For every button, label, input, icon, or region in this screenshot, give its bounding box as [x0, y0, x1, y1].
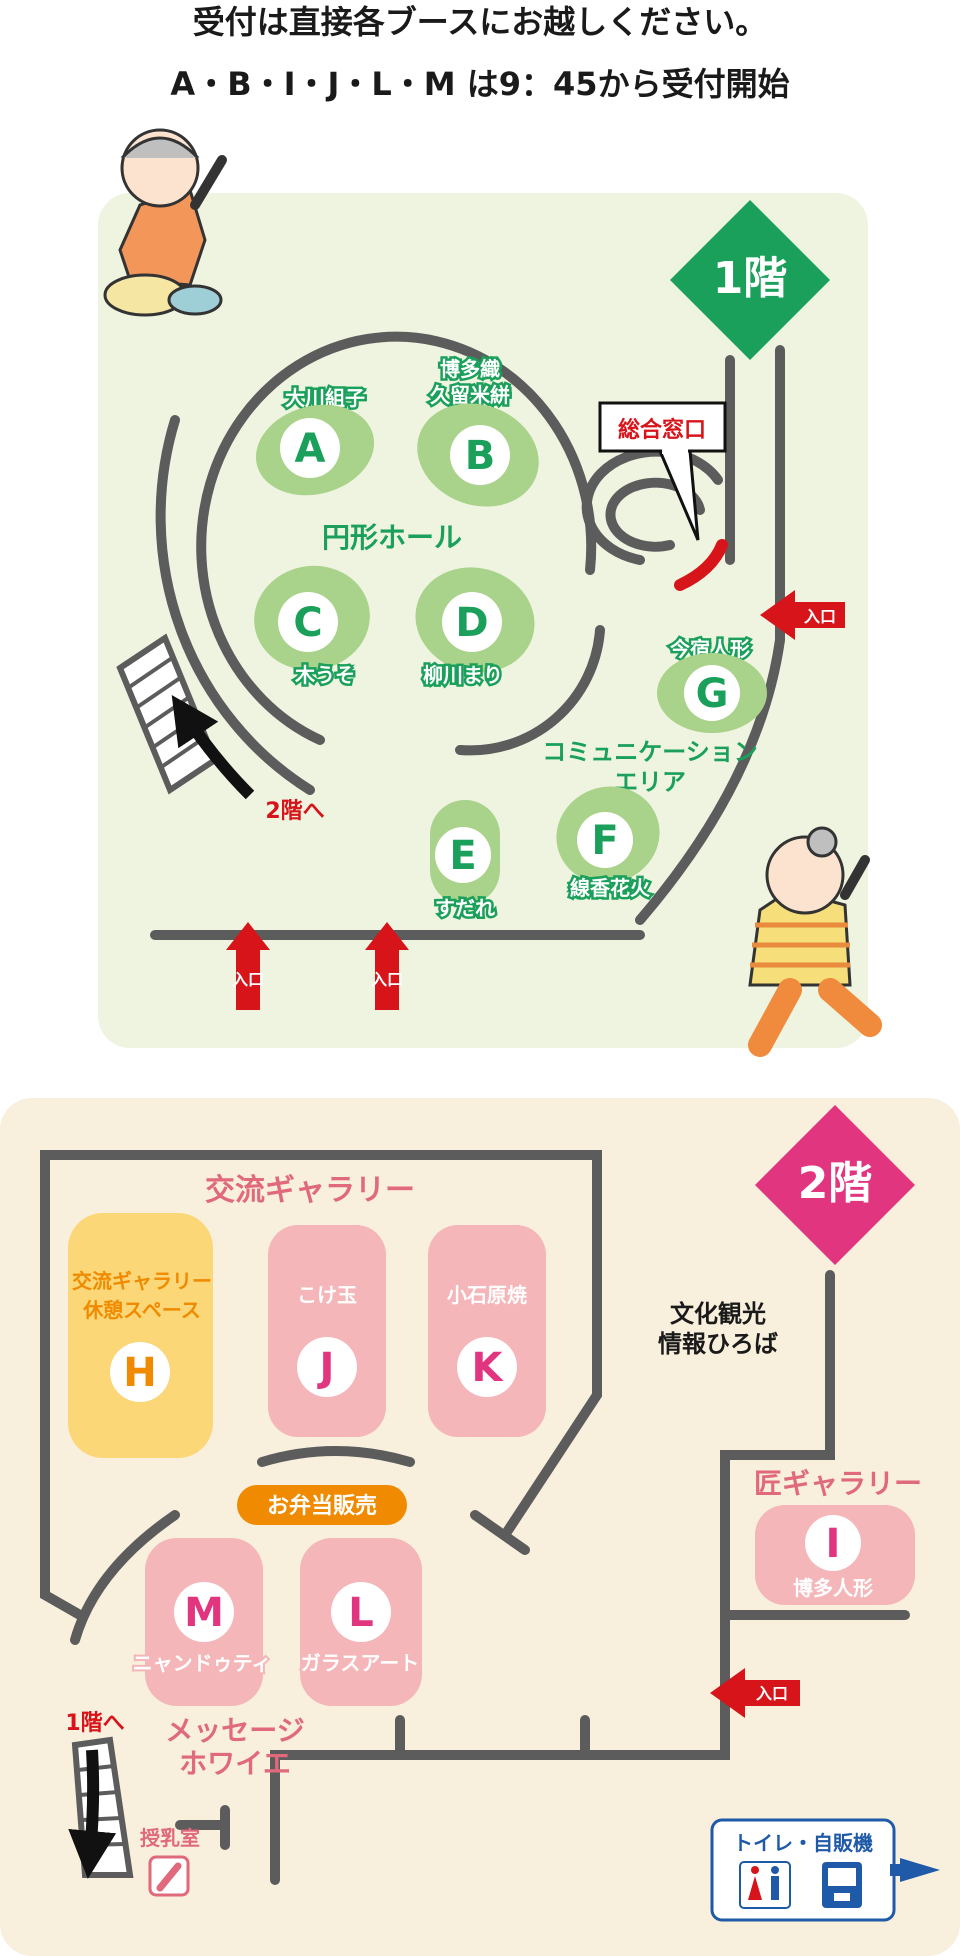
- bento-sales[interactable]: お弁当販売: [237, 1485, 407, 1525]
- vending-machine-icon: [822, 1862, 862, 1908]
- takumi-gallery-label: 匠ギャラリー: [754, 1467, 922, 1500]
- nursing-room[interactable]: 授乳室: [140, 1826, 200, 1897]
- reception-desk: [674, 539, 728, 591]
- booth-M-letter: M: [184, 1590, 224, 1636]
- info-plaza-label-1: 文化観光: [670, 1300, 766, 1328]
- booth-J-name: こけ玉: [297, 1283, 357, 1307]
- entrance-south-1-label: 入口: [232, 970, 264, 989]
- floor-1-badge: 1階: [670, 200, 830, 360]
- info-plaza-label-2: 情報ひろば: [658, 1330, 778, 1358]
- reception-callout[interactable]: 総合窓口: [598, 401, 728, 591]
- entrance-south-1[interactable]: 入口: [226, 922, 270, 1010]
- entrance-south-2-label: 入口: [371, 970, 403, 989]
- child-illustration-top-left: [103, 128, 227, 317]
- reception-label: 総合窓口: [618, 417, 706, 443]
- round-hall-label: 円形ホール: [322, 521, 462, 554]
- floor-2-walls: [40, 1150, 910, 1885]
- booth-C-name: 木うそ: [294, 663, 355, 687]
- stairs-to-2f-label[interactable]: 2階へ: [265, 799, 324, 824]
- booth-B-name-2: 久留米絣: [430, 383, 510, 407]
- rest-space-label-1: 交流ギャラリー: [72, 1269, 212, 1293]
- entrance-east[interactable]: 入口: [760, 590, 845, 640]
- exchange-gallery-label: 交流ギャラリー: [205, 1173, 415, 1208]
- message-foyer-label-1: メッセージ: [165, 1714, 304, 1747]
- stairs-down: 1階へ: [65, 1711, 134, 1879]
- booth-F-name: 線香花火: [570, 876, 651, 900]
- booth-B-letter: B: [465, 433, 496, 479]
- booth-M-name: ニャンドゥティ: [133, 1651, 272, 1675]
- booth-G[interactable]: 今宿人形 G: [657, 635, 767, 733]
- booth-J[interactable]: こけ玉 J: [268, 1225, 386, 1437]
- arrow-right-icon: [900, 1858, 940, 1882]
- booth-F[interactable]: F 線香花火: [543, 772, 674, 903]
- booth-C-letter: C: [293, 600, 322, 646]
- floor-2-map: 2階 1階へ 交流ギャラリー 文化観光 情報ひろば 匠ギャラリー: [0, 1098, 960, 1956]
- booth-F-letter: F: [591, 818, 618, 864]
- stairs-arrow-icon: [171, 695, 255, 800]
- booth-K-letter: K: [472, 1345, 505, 1391]
- booth-B-name-1: 博多織: [440, 357, 500, 381]
- message-foyer-label-2: ホワイエ: [179, 1747, 291, 1780]
- restroom-icon: [739, 1861, 791, 1909]
- booth-J-letter: J: [317, 1345, 335, 1391]
- entrance-east-label: 入口: [804, 607, 836, 626]
- booth-A[interactable]: 大川組子 A: [246, 384, 385, 508]
- booth-L-name: ガラスアート: [301, 1651, 419, 1675]
- booth-D-letter: D: [455, 600, 488, 646]
- rest-space-label-2: 休憩スペース: [82, 1298, 201, 1322]
- booth-I-letter: I: [826, 1521, 841, 1567]
- header-line-2: A・B・I・J・L・M は9：45から受付開始: [170, 65, 789, 103]
- baby-bottle-icon: [156, 1862, 182, 1892]
- booth-K[interactable]: 小石原焼 K: [428, 1225, 546, 1437]
- booth-C[interactable]: C 木うそ: [246, 557, 378, 690]
- header-line-1: 受付は直接各ブースにお越しください。: [193, 3, 767, 41]
- booth-E-letter: E: [449, 833, 476, 879]
- stairs-up: 2階へ: [116, 633, 325, 824]
- booth-L[interactable]: L ガラスアート: [299, 1538, 422, 1706]
- nursing-room-label: 授乳室: [140, 1826, 200, 1850]
- bento-label: お弁当販売: [267, 1493, 377, 1519]
- entrance-2f[interactable]: 入口: [710, 1668, 800, 1718]
- child-illustration-bottom-right: [748, 826, 882, 1057]
- floor-1-label: 1階: [713, 253, 788, 304]
- booth-I[interactable]: I 博多人形: [755, 1505, 915, 1605]
- booth-E[interactable]: E すだれ: [430, 800, 500, 923]
- booth-L-letter: L: [348, 1590, 374, 1636]
- booth-E-name: すだれ: [435, 896, 495, 920]
- floor-1-map: 1階 2階へ: [98, 128, 882, 1057]
- facilities-label: トイレ・自販機: [733, 1831, 873, 1855]
- entrance-2f-label: 入口: [756, 1684, 788, 1703]
- booth-D[interactable]: D 柳川まり: [404, 554, 547, 690]
- entrance-south-2[interactable]: 入口: [365, 922, 409, 1010]
- booth-D-name: 柳川まり: [423, 663, 503, 687]
- facilities-panel[interactable]: トイレ・自販機: [710, 1818, 940, 1922]
- booth-M[interactable]: M ニャンドゥティ: [131, 1538, 273, 1706]
- booth-B[interactable]: 博多織 久留米絣 B: [403, 355, 554, 523]
- booth-H[interactable]: 交流ギャラリー 休憩スペース H: [68, 1213, 213, 1458]
- booth-I-name: 博多人形: [793, 1576, 873, 1600]
- booth-A-letter: A: [295, 426, 326, 472]
- floor-2-badge: 2階: [755, 1105, 915, 1265]
- floor-2-label: 2階: [798, 1158, 873, 1209]
- community-label-1: コミュニケーション: [542, 738, 758, 766]
- stairs-to-1f-label[interactable]: 1階へ: [65, 1711, 124, 1736]
- booth-G-letter: G: [696, 671, 729, 717]
- booth-K-name: 小石原焼: [447, 1283, 527, 1307]
- stairs-down-arrow-icon: [68, 1749, 117, 1879]
- booth-H-letter: H: [123, 1350, 156, 1396]
